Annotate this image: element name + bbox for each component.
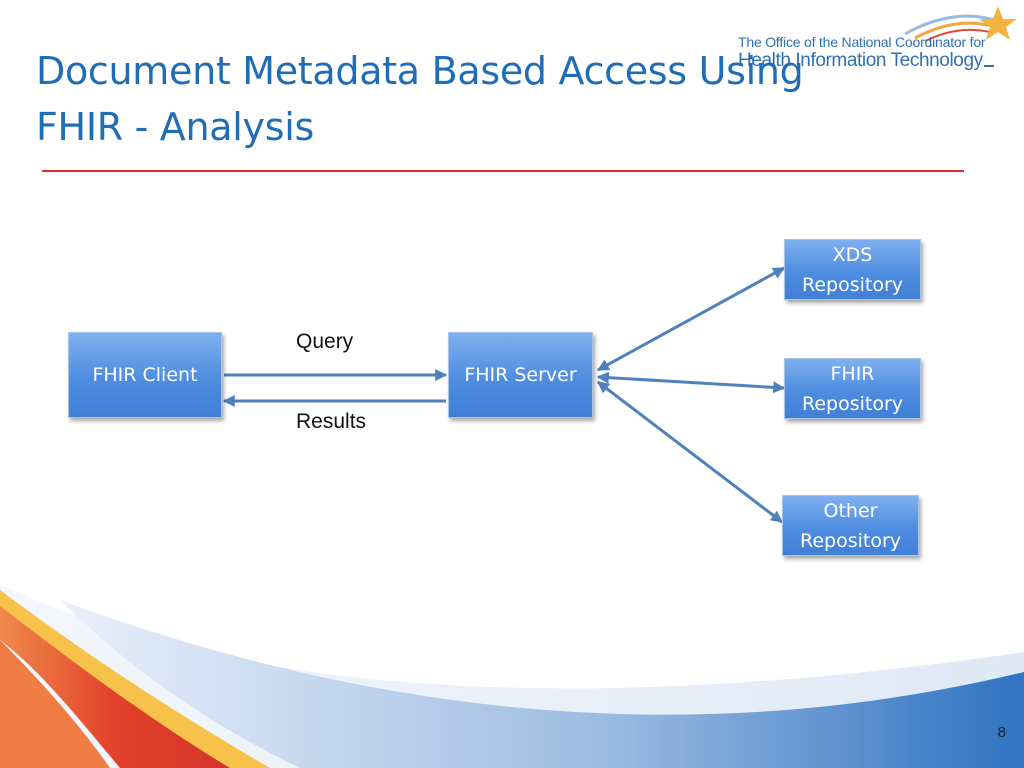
xds-repository-label-line-1: XDS (832, 243, 873, 266)
query-label: Query (296, 330, 354, 353)
results-label: Results (296, 410, 367, 433)
server-xds-arrow (596, 266, 786, 372)
fhir-repository-label-line-2: Repository (801, 392, 904, 415)
other-repository-label-line-1: Other (823, 499, 878, 522)
logo-text-line-1: The Office of the National Coordinator f… (738, 34, 986, 50)
fhir-server-box: FHIR Server (448, 332, 593, 418)
slide-title-line-2: FHIR - Analysis (36, 105, 314, 149)
logo-text-line-2: Health Information Technology (738, 50, 983, 71)
slide-title-line-1: Document Metadata Based Access Using (36, 49, 804, 93)
fhir-client-box: FHIR Client (68, 332, 222, 418)
server-fhir-repo-arrow (596, 371, 786, 394)
xds-repository-box: XDS Repository (784, 239, 921, 300)
fhir-repository-box: FHIR Repository (784, 358, 921, 419)
server-other-repo-arrow (597, 380, 783, 524)
fhir-server-label: FHIR Server (464, 364, 577, 386)
xds-repository-label-line-2: Repository (801, 273, 904, 296)
other-repository-label-line-2: Repository (799, 529, 902, 552)
title-divider (42, 170, 964, 172)
other-repository-box: Other Repository (782, 495, 919, 556)
star-icon (979, 6, 1017, 40)
fhir-repository-label-line-1: FHIR (830, 362, 875, 385)
fhir-client-label: FHIR Client (92, 364, 198, 386)
page-number: 8 (997, 724, 1006, 741)
